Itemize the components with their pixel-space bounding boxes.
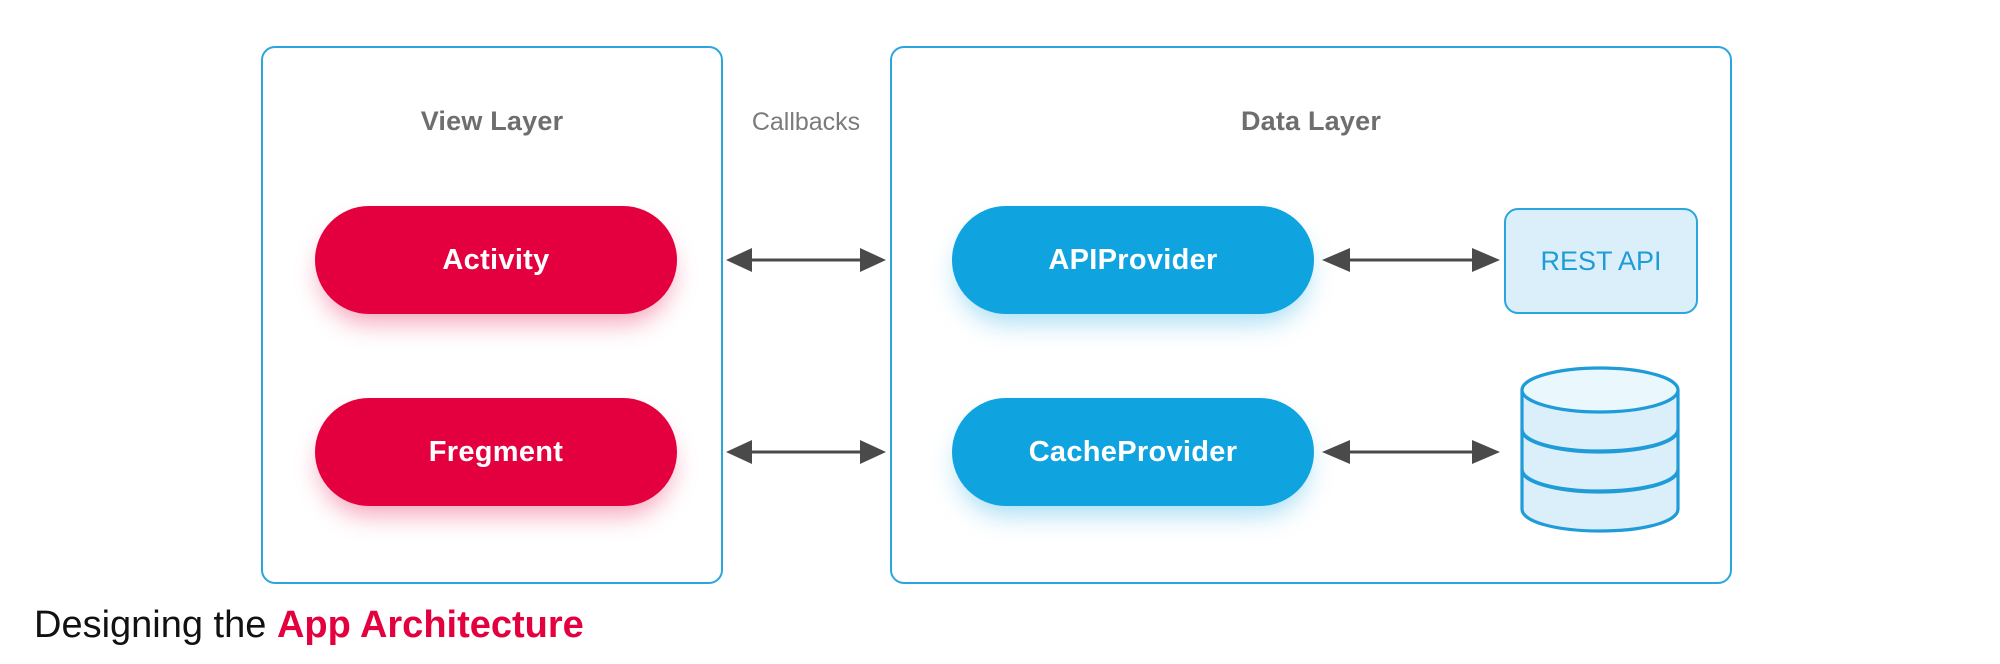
edge-label-callbacks: Callbacks [751,108,861,136]
caption-prefix: Designing the [34,604,277,646]
caption-accent: App Architecture [276,604,584,646]
node-rest-api[interactable]: REST API [1504,208,1698,314]
connector-view-to-cacheprovider-double-arrow [726,432,886,472]
connector-view-to-apiprovider-double-arrow [726,240,886,280]
connector-cacheprovider-to-database-double-arrow [1322,432,1500,472]
page-caption: Designing the App Architecture [34,604,584,647]
node-fregment[interactable]: Fregment [315,398,677,506]
panel-view-layer-title: View Layer [420,106,564,136]
node-cacheprovider[interactable]: CacheProvider [952,398,1314,506]
connector-apiprovider-to-rest-api-double-arrow [1322,240,1500,280]
node-activity[interactable]: Activity [315,206,677,314]
database-cylinder-icon [1505,362,1695,537]
panel-data-layer-title: Data Layer [1240,106,1382,136]
node-apiprovider[interactable]: APIProvider [952,206,1314,314]
